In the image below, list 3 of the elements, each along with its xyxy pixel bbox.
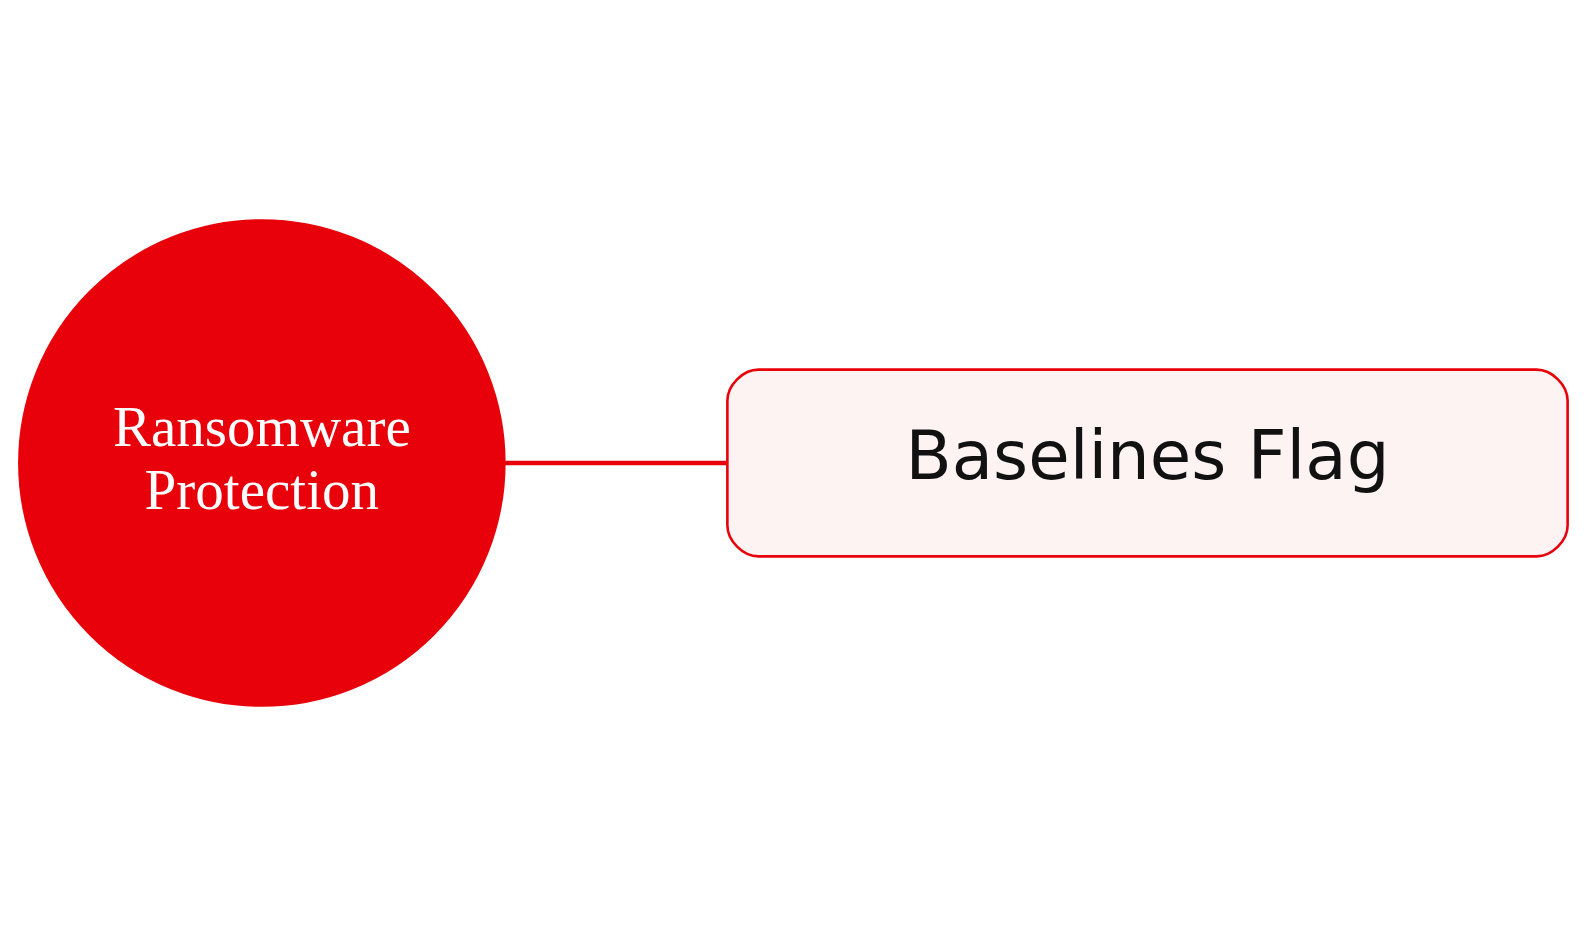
node-box: Baselines Flag [725,368,1569,558]
connector [504,460,727,466]
node-circle: Ransomware Protection [17,219,506,707]
